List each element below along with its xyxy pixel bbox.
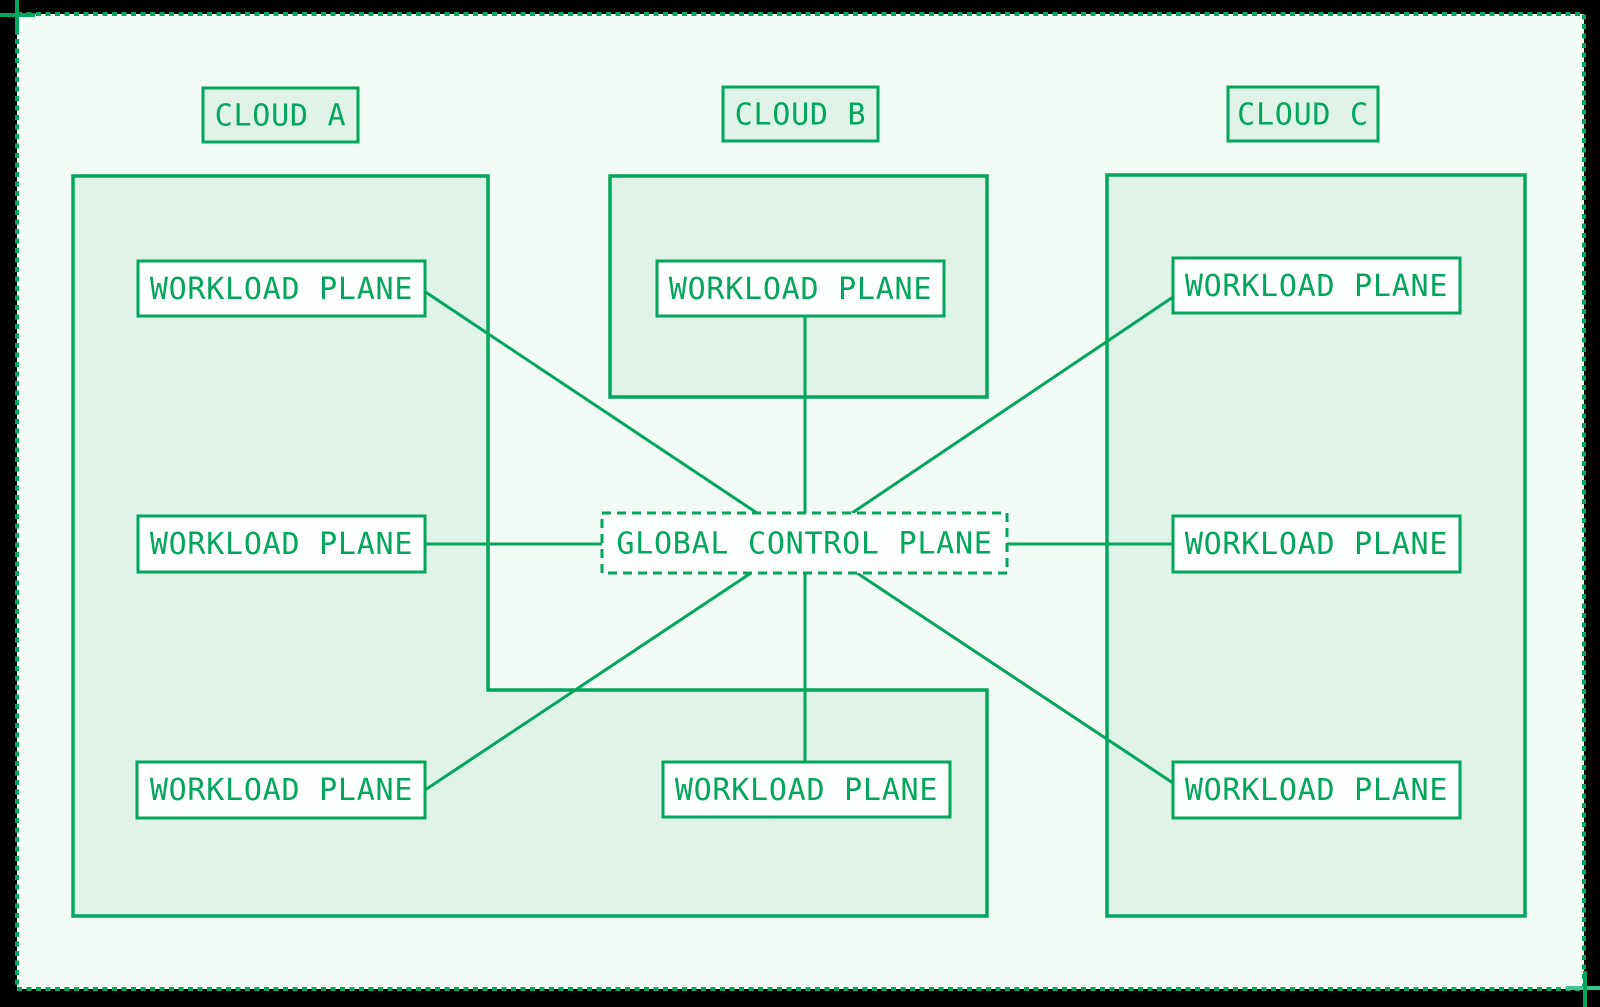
cloud-b-plane-1-label: WORKLOAD PLANE bbox=[669, 272, 932, 307]
cloud-b-plane-1-box: WORKLOAD PLANE bbox=[655, 259, 946, 318]
cloud-c-plane-1-border bbox=[1171, 256, 1462, 315]
cloud-a-label-box: CLOUD A bbox=[201, 86, 360, 144]
cloud-a-label-border bbox=[201, 86, 360, 144]
cloud-c-plane-1-label: WORKLOAD PLANE bbox=[1185, 269, 1448, 304]
cloud-c-plane-3-border bbox=[1171, 760, 1462, 820]
cloud-a-plane-3-box: WORKLOAD PLANE bbox=[135, 760, 427, 820]
cloud-c-plane-2-label: WORKLOAD PLANE bbox=[1185, 527, 1448, 562]
cloud-c-plane-2-box: WORKLOAD PLANE bbox=[1171, 514, 1462, 574]
cloud-a-plane-2-border bbox=[136, 514, 427, 574]
cloud-c-plane-1-box: WORKLOAD PLANE bbox=[1171, 256, 1462, 315]
cloud-c-label: CLOUD C bbox=[1237, 98, 1369, 133]
global-control-plane-box: GLOBAL CONTROL PLANE bbox=[600, 511, 1009, 575]
cloud-b-plane-1-border bbox=[655, 259, 946, 318]
cloud-a-label: CLOUD A bbox=[215, 99, 347, 134]
cloud-c-label-border bbox=[1226, 85, 1380, 143]
cloud-b-plane-2-box: WORKLOAD PLANE bbox=[661, 760, 952, 819]
cloud-a-plane-3-label: WORKLOAD PLANE bbox=[150, 773, 413, 808]
cloud-a-region bbox=[71, 174, 989, 918]
global-control-plane-border bbox=[600, 511, 1009, 575]
connector-cloud-c-plane-1 bbox=[851, 295, 1174, 515]
cloud-a-plane-1-border bbox=[136, 259, 427, 318]
global-control-plane-label: GLOBAL CONTROL PLANE bbox=[616, 527, 992, 562]
connector-cloud-a-plane-3 bbox=[424, 571, 752, 792]
cloud-a-plane-2-box: WORKLOAD PLANE bbox=[136, 514, 427, 574]
connectors bbox=[423, 289, 1174, 792]
cloud-c-plane-2-border bbox=[1171, 514, 1462, 574]
cloud-c-plane-3-box: WORKLOAD PLANE bbox=[1171, 760, 1462, 820]
connector-cloud-c-plane-3 bbox=[856, 571, 1174, 785]
cloud-b-plane-2-label: WORKLOAD PLANE bbox=[675, 773, 938, 808]
cloud-a-plane-3-border bbox=[135, 760, 427, 820]
cloud-c-plane-3-label: WORKLOAD PLANE bbox=[1185, 773, 1448, 808]
cloud-b-label-box: CLOUD B bbox=[721, 85, 880, 143]
cloud-a-plane-2-label: WORKLOAD PLANE bbox=[150, 527, 413, 562]
cloud-a-plane-1-label: WORKLOAD PLANE bbox=[150, 272, 413, 307]
cloud-b-label-border bbox=[721, 85, 880, 143]
connector-cloud-a-plane-1 bbox=[423, 289, 758, 515]
cloud-c-label-box: CLOUD C bbox=[1226, 85, 1380, 143]
cloud-b-plane-2-border bbox=[661, 760, 952, 819]
cloud-b-label: CLOUD B bbox=[735, 98, 867, 133]
cloud-a-plane-1-box: WORKLOAD PLANE bbox=[136, 259, 427, 318]
